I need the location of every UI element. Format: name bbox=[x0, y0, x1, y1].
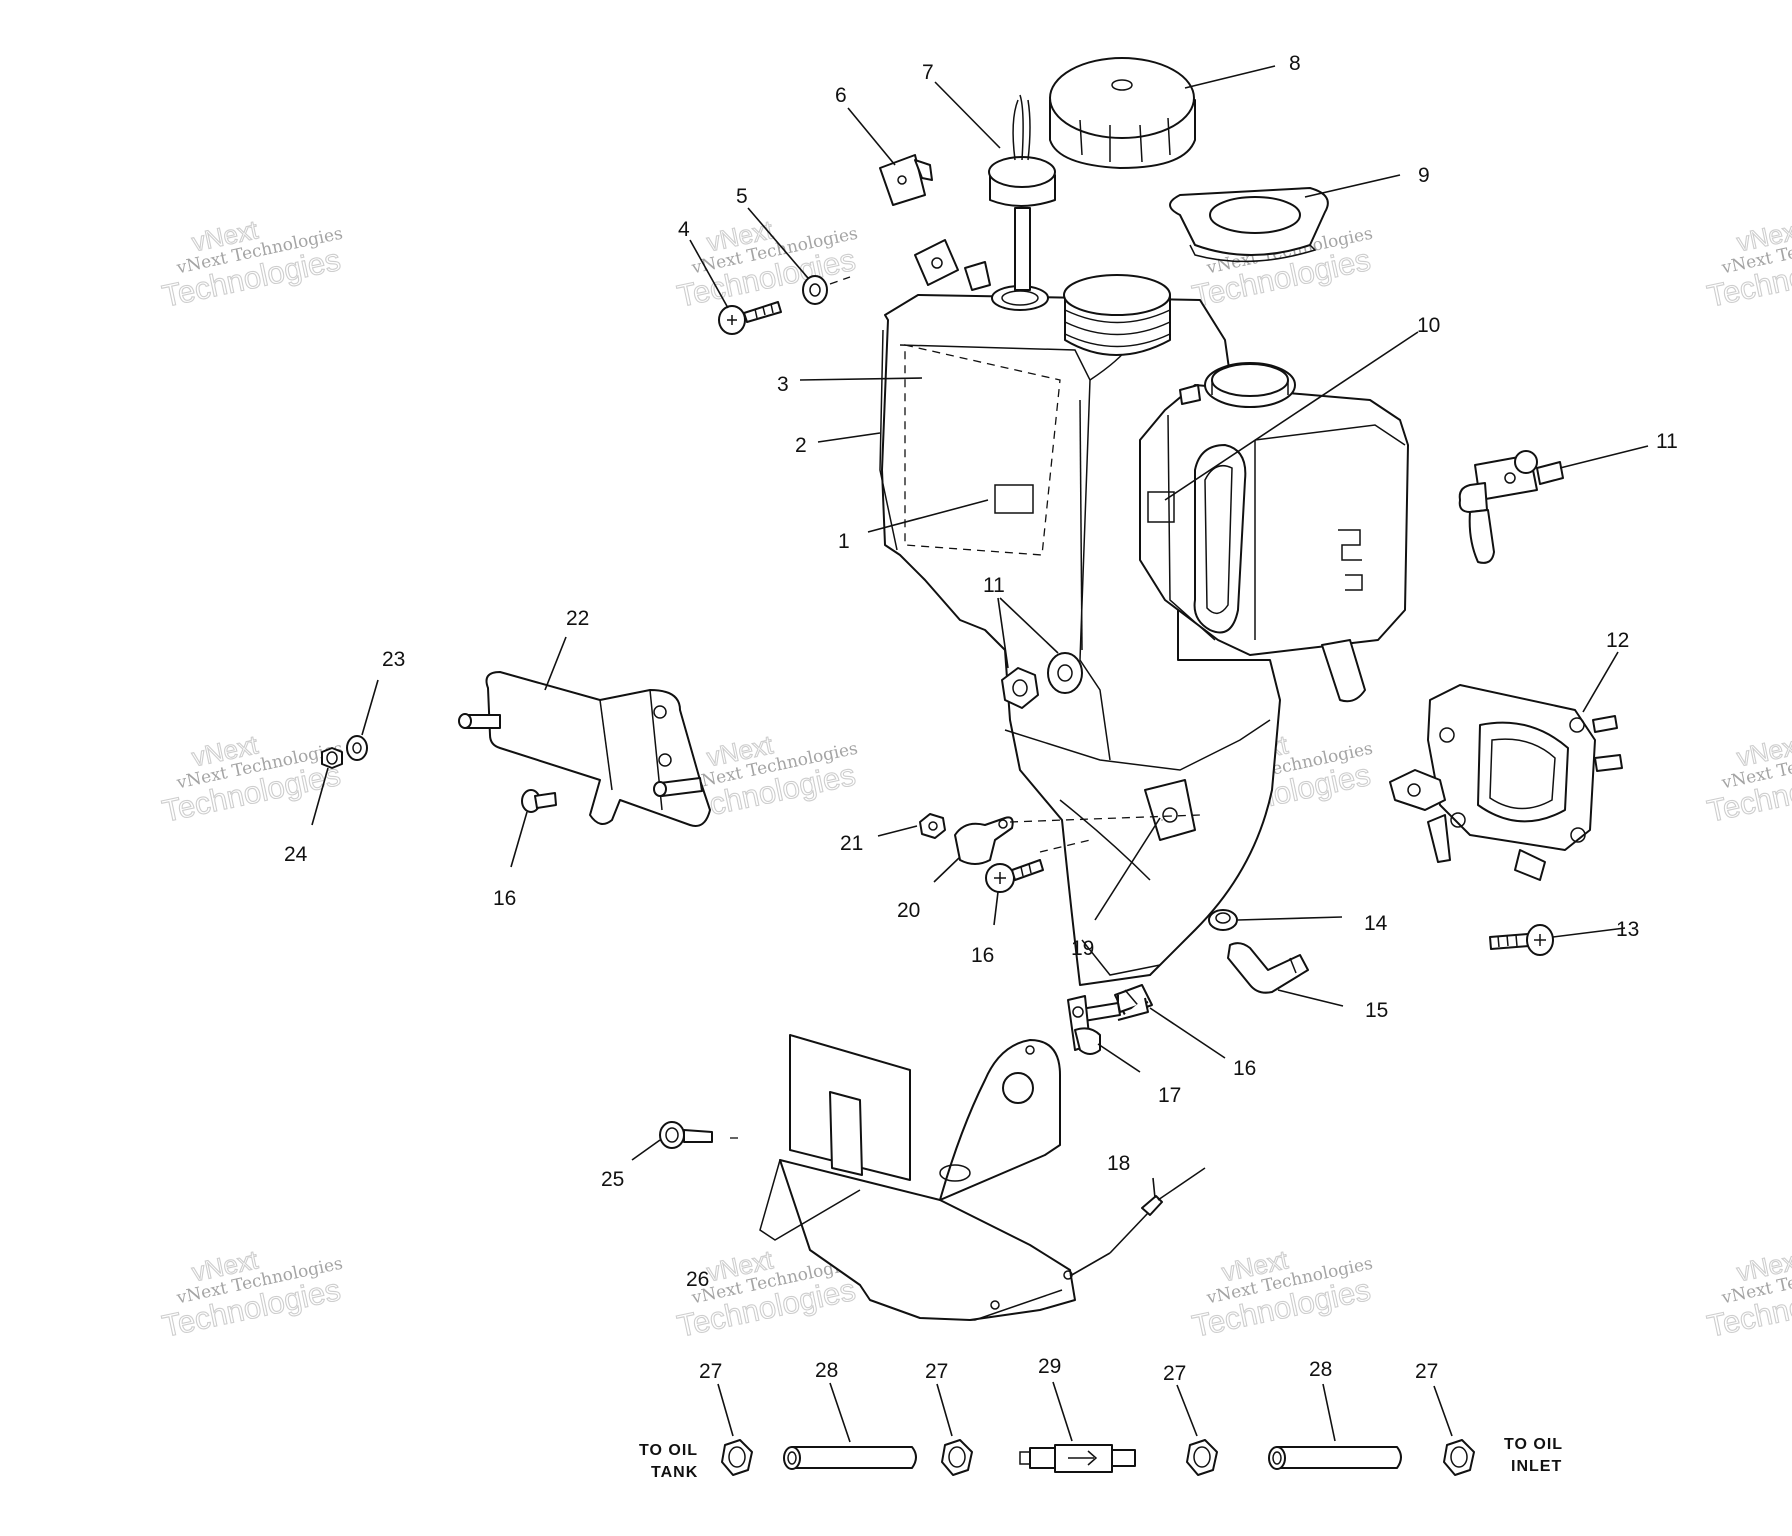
screw bbox=[985, 859, 1044, 893]
screw bbox=[718, 301, 782, 335]
label-to-oil-tank: TO OIL bbox=[639, 1442, 698, 1459]
callout-4: 4 bbox=[678, 218, 690, 241]
retaining-clip bbox=[879, 154, 933, 206]
callout-13: 13 bbox=[1616, 918, 1639, 941]
callout-18: 18 bbox=[1107, 1152, 1130, 1175]
washer bbox=[346, 735, 368, 761]
label-to-oil-inlet: INLET bbox=[1511, 1458, 1562, 1475]
screw bbox=[659, 1121, 713, 1149]
flat-washer bbox=[1047, 652, 1083, 694]
callout-16-right: 16 bbox=[1233, 1057, 1256, 1080]
watermark: vNext vNext Technologies Technologies bbox=[159, 1244, 345, 1345]
tank-tab bbox=[914, 239, 991, 291]
clamp bbox=[954, 816, 1014, 865]
callout-8: 8 bbox=[1289, 52, 1301, 75]
callout-27: 27 bbox=[1163, 1362, 1186, 1385]
callout-17: 17 bbox=[1158, 1084, 1181, 1107]
oil-reservoir bbox=[1139, 362, 1409, 703]
flow-labels: TO OIL TANK TO OIL INLET bbox=[639, 1436, 1563, 1481]
callout-27: 27 bbox=[1415, 1360, 1438, 1383]
callout-16-left: 16 bbox=[493, 887, 516, 910]
callout-15: 15 bbox=[1365, 999, 1388, 1022]
callout-28: 28 bbox=[1309, 1358, 1332, 1381]
callout-1: 1 bbox=[838, 530, 850, 553]
callout-11-lower: 11 bbox=[983, 574, 1005, 597]
watermark: vNext vNext Technologies Technologies bbox=[1704, 1244, 1792, 1345]
oil-cap bbox=[1169, 187, 1329, 263]
decal bbox=[994, 484, 1034, 514]
callout-21: 21 bbox=[840, 832, 863, 855]
rivet bbox=[1141, 1167, 1206, 1216]
label-to-oil-inlet: TO OIL bbox=[1504, 1436, 1563, 1453]
callouts: 1 2 3 4 5 6 7 8 9 10 11 11 12 13 14 15 1… bbox=[284, 52, 1678, 1385]
callout-2: 2 bbox=[795, 434, 807, 457]
hose-clamp bbox=[1186, 1439, 1218, 1476]
pin bbox=[521, 789, 557, 813]
decal bbox=[1147, 491, 1175, 523]
mounting-bracket bbox=[458, 671, 711, 827]
callout-27: 27 bbox=[699, 1360, 722, 1383]
callout-25: 25 bbox=[601, 1168, 624, 1191]
fuel-sender bbox=[988, 94, 1056, 291]
filler-neck bbox=[1063, 274, 1171, 356]
hose-clamp bbox=[721, 1439, 753, 1476]
callout-23: 23 bbox=[382, 648, 405, 671]
fuel-hose bbox=[783, 1446, 917, 1470]
callout-10: 10 bbox=[1417, 314, 1440, 337]
shutoff-valve bbox=[1458, 450, 1564, 564]
watermark: vNext vNext Technologies Technologies bbox=[159, 214, 345, 315]
label-to-oil-tank: TANK bbox=[651, 1464, 698, 1481]
callout-14: 14 bbox=[1364, 912, 1388, 935]
callout-12: 12 bbox=[1606, 629, 1629, 652]
grommet bbox=[1208, 909, 1238, 931]
hose-clamp bbox=[1443, 1439, 1475, 1476]
watermark: vNext vNext Technologies Technologies bbox=[1704, 729, 1792, 830]
hose-clamp bbox=[941, 1439, 973, 1476]
nut bbox=[919, 813, 946, 839]
watermark: vNext vNext Technologies Technologies bbox=[1189, 1244, 1375, 1345]
callout-11-upper: 11 bbox=[1656, 430, 1678, 453]
callout-19: 19 bbox=[1071, 937, 1094, 960]
bolt bbox=[321, 747, 343, 769]
callout-27: 27 bbox=[925, 1360, 948, 1383]
watermark: vNext vNext Technologies Technologies bbox=[674, 214, 860, 315]
callout-6: 6 bbox=[835, 84, 847, 107]
leader-lines bbox=[311, 65, 1649, 1443]
lower-bracket bbox=[759, 1034, 1076, 1321]
callout-29: 29 bbox=[1038, 1355, 1061, 1378]
inline-filter bbox=[1019, 1444, 1136, 1473]
small-bracket bbox=[1067, 995, 1101, 1055]
elbow-fitting bbox=[1227, 942, 1309, 994]
fuel-tank bbox=[879, 294, 1281, 986]
fuel-cap bbox=[1049, 57, 1196, 169]
washer bbox=[802, 275, 828, 305]
callout-3: 3 bbox=[777, 373, 789, 396]
callout-26: 26 bbox=[686, 1268, 709, 1291]
fuel-pump bbox=[1389, 684, 1623, 881]
fuel-line-assembly bbox=[721, 1439, 1475, 1476]
callout-20: 20 bbox=[897, 899, 920, 922]
hex-nut bbox=[1001, 667, 1039, 709]
callout-22: 22 bbox=[566, 607, 589, 630]
callout-28: 28 bbox=[815, 1359, 838, 1382]
callout-16-mid: 16 bbox=[971, 944, 994, 967]
callout-24: 24 bbox=[284, 843, 308, 866]
callout-7: 7 bbox=[922, 61, 934, 84]
pump-screw bbox=[1489, 924, 1554, 956]
callout-9: 9 bbox=[1418, 164, 1430, 187]
watermark: vNext vNext Technologies Technologies bbox=[1704, 214, 1792, 315]
fuel-hose bbox=[1268, 1446, 1402, 1470]
callout-5: 5 bbox=[736, 185, 748, 208]
watermark: vNext vNext Technologies Technologies bbox=[159, 729, 345, 830]
